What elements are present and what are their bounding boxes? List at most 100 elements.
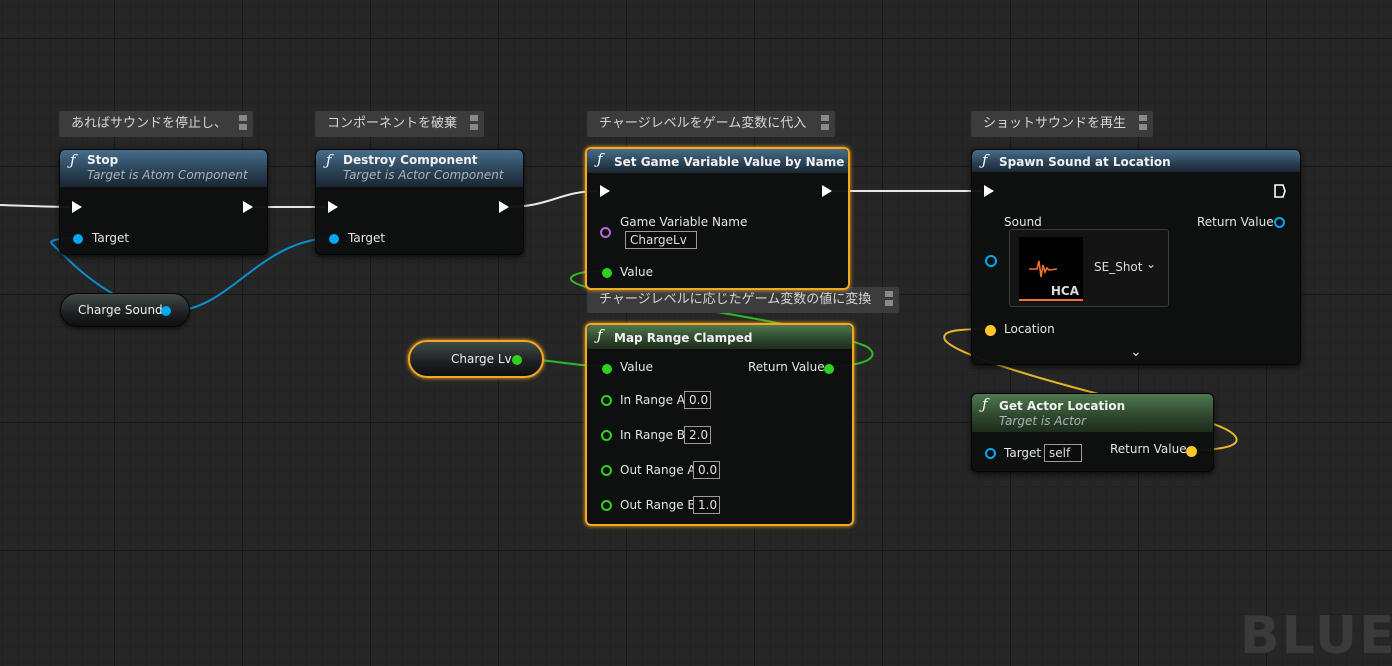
target-pin[interactable] xyxy=(73,234,83,244)
node-header: ƒ Spawn Sound at Location xyxy=(972,150,1300,172)
comment-icons xyxy=(1139,115,1149,133)
node-header: ƒ Destroy Component Target is Actor Comp… xyxy=(316,150,523,187)
expand-chevron-icon[interactable]: ⌄ xyxy=(1130,344,1142,360)
sound-asset-thumbnail: HCA xyxy=(1019,237,1083,301)
function-icon: ƒ xyxy=(70,151,76,169)
exec-out-pin[interactable] xyxy=(243,201,253,213)
return-value-pin[interactable] xyxy=(1274,217,1285,228)
exec-in-pin[interactable] xyxy=(72,201,82,213)
node-get-actor-location[interactable]: ƒ Get Actor Location Target is Actor Tar… xyxy=(971,393,1214,472)
node-title: Get Actor Location xyxy=(999,399,1126,413)
comment-spawn[interactable]: ショットサウンドを再生 xyxy=(971,111,1153,137)
in-range-b-pin[interactable] xyxy=(601,430,612,441)
variable-name-field[interactable]: ChargeLv xyxy=(625,231,697,249)
out-range-b-label: Out Range B xyxy=(620,498,696,512)
in-range-a-field[interactable]: 0.0 xyxy=(684,391,711,409)
out-range-a-pin[interactable] xyxy=(601,465,612,476)
node-stop[interactable]: ƒ Stop Target is Atom Component Target xyxy=(59,149,268,255)
node-set-game-variable[interactable]: ƒ Set Game Variable Value by Name Game V… xyxy=(585,147,850,290)
node-title: Stop xyxy=(87,153,119,167)
comment-icons xyxy=(239,115,249,133)
comment-text: チャージレベルに応じたゲーム変数の値に変換 xyxy=(599,292,872,307)
in-range-b-field[interactable]: 2.0 xyxy=(684,426,711,444)
thumbnail-accent-bar xyxy=(1019,299,1083,301)
return-value-label: Return Value xyxy=(1197,215,1274,229)
waveform-icon xyxy=(1029,260,1058,278)
in-range-a-pin[interactable] xyxy=(601,395,612,406)
comment-icons xyxy=(470,115,480,133)
sound-pin[interactable] xyxy=(985,255,997,267)
function-icon: ƒ xyxy=(597,326,603,344)
node-header: ƒ Get Actor Location Target is Actor xyxy=(972,394,1213,432)
return-value-pin[interactable] xyxy=(1186,446,1197,457)
function-icon: ƒ xyxy=(982,151,988,169)
exec-out-pin[interactable] xyxy=(822,185,832,197)
comment-text: チャージレベルをゲーム変数に代入 xyxy=(599,116,807,131)
comment-icons xyxy=(821,115,831,133)
function-icon: ƒ xyxy=(326,151,332,169)
node-header: ƒ Set Game Variable Value by Name xyxy=(587,149,848,173)
out-range-a-field[interactable]: 0.0 xyxy=(693,461,720,479)
out-range-b-field[interactable]: 1.0 xyxy=(693,496,720,514)
value-pin[interactable] xyxy=(602,268,612,278)
node-subtitle: Target is Atom Component xyxy=(87,168,248,182)
out-range-b-pin[interactable] xyxy=(601,500,612,511)
return-value-label: Return Value xyxy=(1110,442,1187,456)
node-title: Spawn Sound at Location xyxy=(999,155,1171,169)
node-map-range-clamped[interactable]: ƒ Map Range Clamped Value Return Value I… xyxy=(585,323,854,526)
node-title: Map Range Clamped xyxy=(614,331,753,345)
target-value-field[interactable]: self xyxy=(1044,444,1082,462)
node-title: Destroy Component xyxy=(343,153,478,167)
node-destroy-component[interactable]: ƒ Destroy Component Target is Actor Comp… xyxy=(315,149,524,255)
value-label: Value xyxy=(620,265,653,279)
node-header: ƒ Map Range Clamped xyxy=(587,325,852,349)
in-range-b-label: In Range B xyxy=(620,428,686,442)
node-header: ƒ Stop Target is Atom Component xyxy=(60,150,267,187)
comment-text: あればサウンドを停止し、 xyxy=(71,116,228,131)
comment-map-range[interactable]: チャージレベルに応じたゲーム変数の値に変換 xyxy=(587,287,899,313)
comment-text: コンポーネントを破棄 xyxy=(327,116,458,131)
node-spawn-sound[interactable]: ƒ Spawn Sound at Location Sound Return V… xyxy=(971,149,1301,365)
target-pin[interactable] xyxy=(329,234,339,244)
sound-label: Sound xyxy=(1004,215,1042,229)
exec-out-pin[interactable] xyxy=(499,201,509,213)
comment-stop[interactable]: あればサウンドを停止し、 xyxy=(59,111,253,137)
variable-charge-sound[interactable]: Charge Sound xyxy=(60,293,190,327)
variable-charge-lv[interactable]: Charge Lv xyxy=(408,340,544,378)
location-label: Location xyxy=(1004,322,1055,336)
exec-out-pin-hollow[interactable] xyxy=(1274,184,1286,198)
variable-name-label: Game Variable Name xyxy=(620,215,748,229)
target-label: Target xyxy=(348,231,386,245)
value-label: Value xyxy=(620,360,653,374)
return-value-label: Return Value xyxy=(748,360,825,374)
comment-text: ショットサウンドを再生 xyxy=(983,116,1127,131)
in-range-a-label: In Range A xyxy=(620,393,686,407)
target-label: Target xyxy=(1004,446,1042,460)
node-subtitle: Target is Actor Component xyxy=(343,168,504,182)
value-pin[interactable] xyxy=(602,364,612,374)
node-subtitle: Target is Actor xyxy=(999,414,1087,428)
node-title: Set Game Variable Value by Name xyxy=(614,155,845,169)
name-pin[interactable] xyxy=(600,227,611,238)
variable-label: Charge Sound xyxy=(78,303,163,317)
exec-in-pin[interactable] xyxy=(984,185,994,197)
comment-icons xyxy=(885,291,895,309)
function-icon: ƒ xyxy=(982,395,988,413)
sound-asset-name: SE_Shot xyxy=(1094,260,1143,274)
output-pin[interactable] xyxy=(161,306,171,316)
chevron-down-icon[interactable]: ⌄ xyxy=(1146,257,1157,271)
sound-asset-picker[interactable]: HCA SE_Shot ⌄ xyxy=(1009,229,1169,307)
comment-destroy[interactable]: コンポーネントを破棄 xyxy=(315,111,484,137)
return-value-pin[interactable] xyxy=(824,364,834,374)
target-pin[interactable] xyxy=(985,448,996,459)
output-pin[interactable] xyxy=(512,355,522,365)
function-icon: ƒ xyxy=(597,150,603,168)
asset-type-label: HCA xyxy=(1050,284,1079,298)
exec-in-pin[interactable] xyxy=(328,201,338,213)
out-range-a-label: Out Range A xyxy=(620,463,696,477)
location-pin[interactable] xyxy=(985,325,996,336)
target-label: Target xyxy=(92,231,130,245)
exec-in-pin[interactable] xyxy=(600,185,610,197)
blueprint-watermark: BLUEP xyxy=(1240,606,1392,666)
comment-set-var[interactable]: チャージレベルをゲーム変数に代入 xyxy=(587,111,835,137)
